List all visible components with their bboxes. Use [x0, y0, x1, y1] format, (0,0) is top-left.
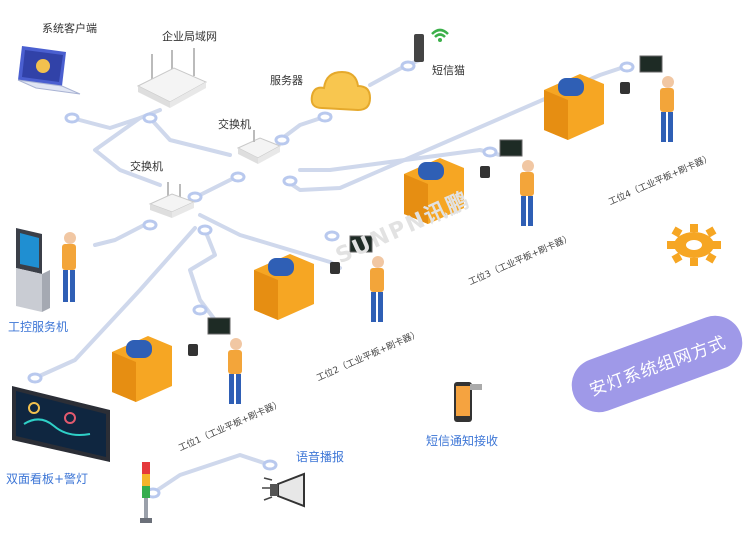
node-dot	[317, 111, 333, 123]
line-dashboard-voice	[148, 453, 272, 497]
label-kiosk: 工控服务机	[8, 320, 69, 334]
label-lan: 企业局域网	[162, 30, 217, 43]
sms-modem-icon	[414, 28, 449, 62]
node-dot	[324, 230, 340, 242]
cloud-server-icon	[310, 70, 372, 112]
line-switch1-station4	[283, 63, 632, 192]
kiosk-machine-icon	[16, 228, 76, 312]
node-dot	[274, 134, 290, 146]
node-dot	[482, 146, 498, 158]
speaker-icon	[262, 472, 305, 508]
node-dot	[262, 459, 278, 471]
station-3-equipment-icon	[404, 139, 534, 226]
label-client: 系统客户端	[42, 22, 97, 35]
node-dot	[192, 304, 208, 316]
node-dot	[142, 112, 158, 124]
line-switch2-dashboard	[33, 226, 197, 380]
node-dot	[187, 191, 203, 203]
dashboard-display-icon	[12, 386, 110, 462]
tower-light-icon	[140, 462, 152, 523]
station-1-equipment-icon	[112, 317, 242, 404]
node-dot	[619, 61, 635, 73]
router-icon	[136, 48, 208, 108]
label-dashboard: 双面看板+警灯	[6, 472, 89, 486]
label-server: 服务器	[270, 74, 303, 87]
label-sms-cat: 短信猫	[432, 64, 465, 77]
line-switch2-kiosk	[93, 220, 152, 247]
node-dot	[400, 60, 416, 72]
label-switch-2: 交换机	[130, 160, 163, 173]
laptop-icon	[17, 46, 81, 95]
switch-icon	[236, 130, 282, 164]
line-lan-switch2	[93, 116, 162, 187]
gear-icon	[667, 224, 721, 266]
node-dot	[197, 224, 213, 236]
node-dot	[142, 219, 158, 231]
node-dot	[230, 171, 246, 183]
station-2-equipment-icon	[254, 235, 384, 322]
line-lan-switch1	[148, 116, 232, 157]
label-switch-1: 交换机	[218, 118, 251, 131]
node-dot	[27, 372, 43, 384]
node-dot	[64, 112, 80, 124]
switch-icon	[148, 182, 196, 218]
station-4-equipment-icon	[544, 55, 674, 142]
label-sms-notify: 短信通知接收	[426, 434, 499, 448]
node-dot	[282, 175, 298, 187]
phone-icon	[454, 382, 482, 422]
label-voice: 语音播报	[296, 450, 345, 464]
